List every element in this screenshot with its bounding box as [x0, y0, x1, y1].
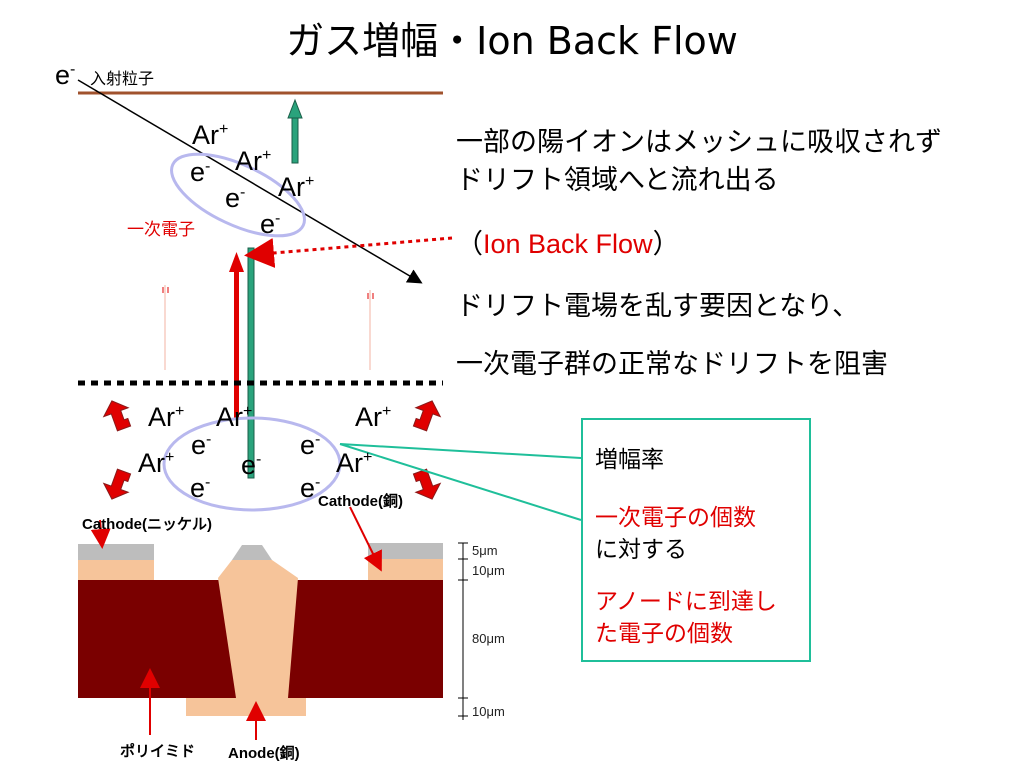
electron: e- [300, 473, 321, 503]
gain-definition-box: 増幅率 一次電子の個数 に対する アノードに到達し た電子の個数 [581, 418, 811, 662]
electron: e- [260, 209, 281, 239]
avalanche-cloud [162, 416, 342, 512]
electron: e- [241, 450, 262, 480]
explanation-line-1: 一部の陽イオンはメッシュに吸収されず [456, 127, 942, 158]
ion-backflow-vertical [247, 247, 255, 479]
electron-drift-vertical [229, 252, 244, 420]
gain-per: に対する [595, 537, 687, 563]
explanation-line-2: ドリフト領域へと流れ出る [456, 165, 779, 196]
argon-ion: Ar+ [138, 448, 175, 478]
electron: e- [225, 183, 246, 213]
incident-electron-label: e- [55, 60, 76, 90]
structure-cross-section [78, 506, 443, 740]
argon-ion: Ar+ [235, 146, 272, 176]
dim-label: 5μm [472, 543, 498, 558]
cathode-nickel-label: Cathode(ニッケル) [82, 516, 212, 533]
incident-particle-label: 入射粒子 [90, 69, 155, 88]
electron: e- [300, 430, 321, 460]
dim-label: 10μm [472, 704, 505, 719]
argon-ion: Ar+ [278, 172, 315, 202]
curved-red-arrows [102, 400, 442, 500]
primary-electron-cloud [170, 152, 306, 238]
field-line-marks [164, 285, 371, 370]
primary-electron-label: 一次電子 [127, 220, 195, 240]
gain-box-pointer [339, 443, 582, 459]
ibf-pointer [244, 236, 453, 268]
argon-ion: Ar+ [336, 448, 373, 478]
ion-escape-arrow [287, 98, 303, 164]
cathode-copper-label: Cathode(銅) [318, 493, 403, 510]
gain-denominator-1: アノードに到達し [595, 589, 777, 615]
gain-denominator-2: た電子の個数 [595, 621, 733, 647]
explanation-line-5: 一次電子群の正常なドリフトを阻害 [456, 349, 888, 380]
polyimide-label: ポリイミド [120, 743, 196, 760]
argon-ion: Ar+ [216, 402, 253, 432]
dimension-markers [458, 542, 468, 720]
electron: e- [190, 473, 211, 503]
argon-ion: Ar+ [192, 120, 229, 150]
gain-heading: 増幅率 [595, 447, 664, 473]
electron: e- [190, 157, 211, 187]
argon-ion: Ar+ [355, 402, 392, 432]
slide-title: ガス増幅・Ion Back Flow [286, 19, 738, 63]
incident-particle-track [77, 79, 423, 284]
electron: e- [191, 430, 212, 460]
dim-label: 80μm [472, 631, 505, 646]
explanation-line-4: ドリフト電場を乱す要因となり、 [456, 291, 860, 322]
gain-numerator: 一次電子の個数 [595, 505, 756, 531]
dim-label: 10μm [472, 563, 505, 578]
ibf-label: （Ion Back Flow） [456, 229, 680, 260]
argon-ion: Ar+ [148, 402, 185, 432]
anode-label: Anode(銅) [228, 745, 300, 762]
